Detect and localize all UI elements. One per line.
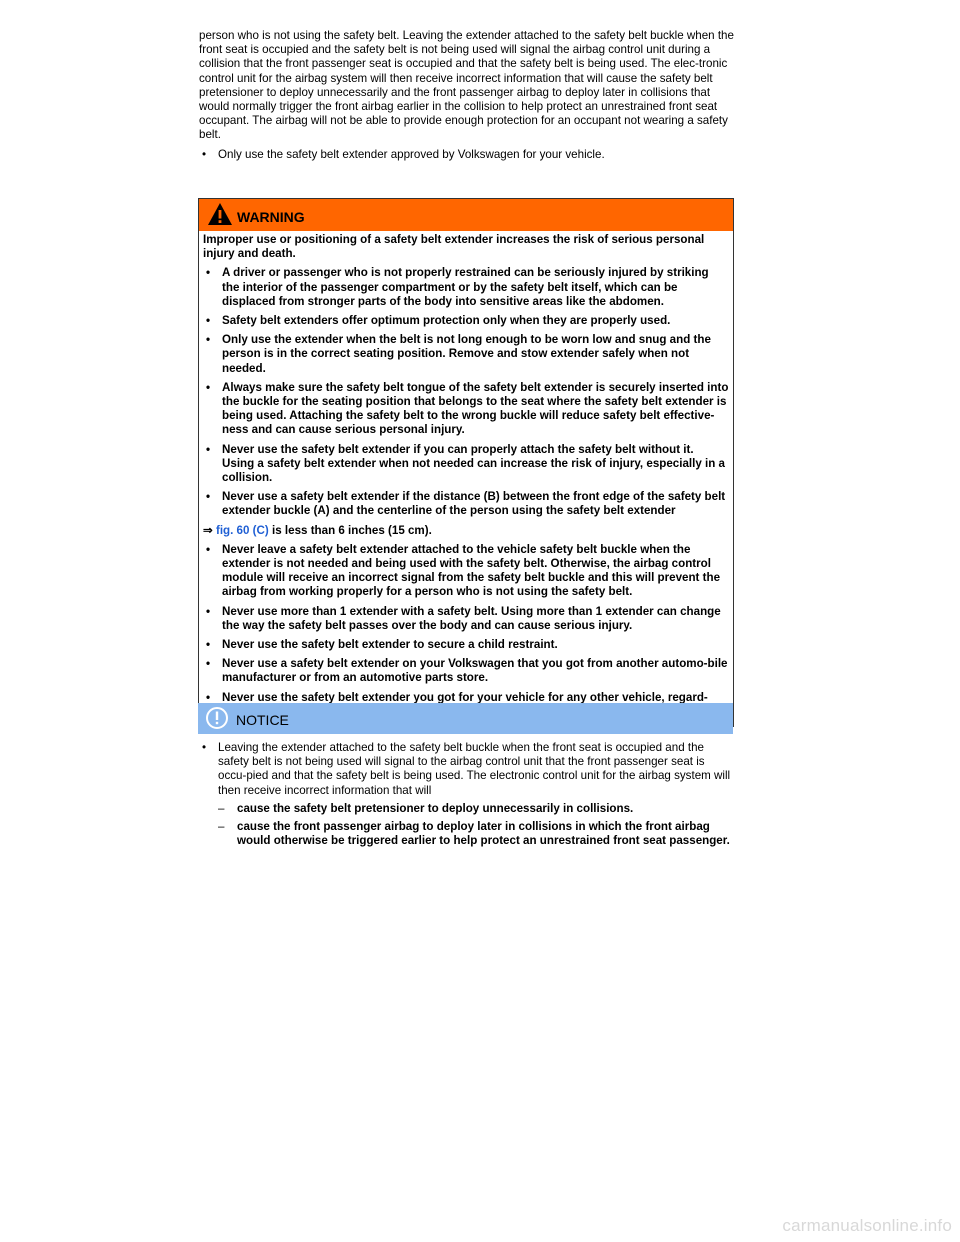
bullet-icon: • [206,442,211,456]
warning-header: WARNING [199,199,733,231]
continuation-text: is less than 6 inches (15 cm). [272,523,432,537]
warning-item: • Never use a safety belt extender on you… [203,657,729,685]
notice-bullet-text: Leaving the extender attached to the saf… [218,741,731,797]
notice-dash-item: –cause the safety belt pretensioner to d… [218,802,735,816]
notice-title: NOTICE [236,712,289,728]
warning-lead: Improper use or positioning of a safety … [203,233,705,261]
intro-bullet-item: • Only use the safety belt extender appr… [199,148,735,162]
intro-section: person who is not using the safety belt.… [199,29,735,162]
bullet-icon: • [206,638,211,652]
bullet-icon: • [206,314,211,328]
warning-item: • Always make sure the safety belt tongue… [203,381,729,438]
warning-item: • Never use more than 1 extender with a s… [203,605,729,633]
warning-item-text: Only use the extender when the belt is n… [222,333,711,375]
bullet-icon: • [206,490,211,504]
bullet-icon: • [206,333,211,347]
bullet-icon: • [206,657,211,671]
warning-item-text: Never use more than 1 extender with a sa… [222,604,721,632]
intro-bullet-text: Only use the safety belt extender approv… [218,147,605,161]
intro-paragraph: person who is not using the safety belt.… [199,29,734,142]
bullet-icon: • [202,741,207,754]
warning-body: Improper use or positioning of a safety … [199,231,733,726]
notice-dash-item: –cause the front passenger airbag to dep… [218,820,735,848]
notice-bullet-item: • Leaving the extender attached to the s… [199,741,735,798]
warning-item: • Safety belt extenders offer optimum pro… [203,314,729,328]
warning-triangle-icon [208,203,232,225]
bullet-icon: • [206,266,211,280]
dash-icon: – [218,820,225,834]
notice-dash-text: cause the safety belt pretensioner to de… [237,801,634,815]
notice-header: NOTICE [198,703,733,734]
bullet-icon: • [202,147,207,161]
warning-item-text: Never use the safety belt extender to se… [222,638,558,652]
warning-item-text: A driver or passenger who is not properl… [222,266,709,308]
notice-dash-text: cause the front passenger airbag to depl… [237,820,730,848]
notice-body: • Leaving the extender attached to the s… [199,741,735,848]
warning-item-text: Never use a safety belt extender on your… [222,657,728,685]
site-watermark: carmanualsonline.info [782,1216,952,1235]
warning-item-text: Never use a safety belt extender if the … [222,490,726,518]
warning-item-text: Never use the safety belt extender if yo… [222,442,725,485]
warning-item: • A driver or passenger who is not proper… [203,266,729,309]
warning-title: WARNING [237,209,305,225]
bullet-icon: • [206,604,211,618]
figure-link[interactable]: fig. 60 (C) [215,523,269,537]
warning-item: • Never use the safety belt extender to s… [203,638,729,652]
bullet-icon: • [206,542,211,556]
arrow-icon: ⇒ [203,523,213,537]
warning-item: • Only use the extender when the belt is … [203,333,729,376]
warning-item-text: Safety belt extenders offer optimum prot… [222,314,671,328]
warning-box: WARNING Improper use or positioning of a… [198,198,734,728]
warning-item: • Never use a safety belt extender if the… [203,490,729,518]
warning-item: • Never use the safety belt extender if y… [203,443,729,486]
notice-exclamation-icon [206,707,228,729]
dash-icon: – [218,801,225,815]
notice-sublist: –cause the safety belt pretensioner to d… [218,802,735,849]
warning-item-text: Always make sure the safety belt tongue … [222,380,729,437]
warning-item: • Never leave a safety belt extender atta… [203,543,729,600]
warning-item-text: Never leave a safety belt extender attac… [222,542,721,599]
warning-item-continuation: ⇒ fig. 60 (C) is less than 6 inches (15 … [203,524,729,538]
bullet-icon: • [206,380,211,394]
bullet-icon: • [206,690,211,704]
